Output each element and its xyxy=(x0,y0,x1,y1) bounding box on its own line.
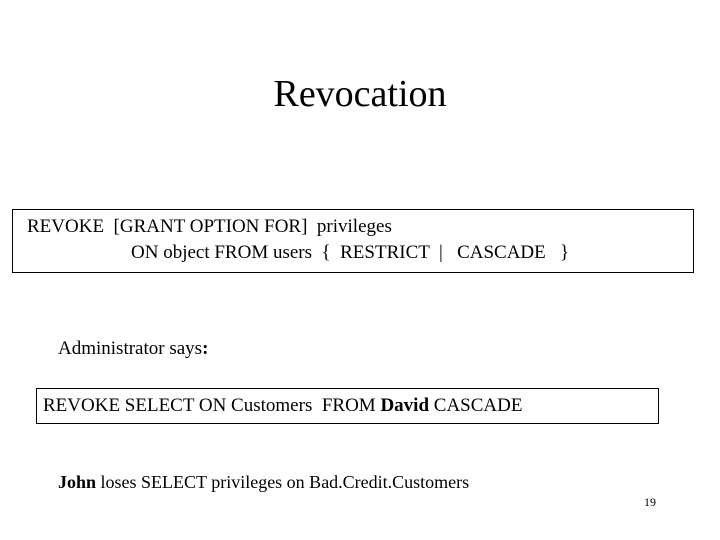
page-number: 19 xyxy=(644,495,656,509)
administrator-says-text: Administrator says xyxy=(58,338,203,359)
administrator-says-colon: : xyxy=(202,338,209,359)
syntax-line-1: REVOKE [GRANT OPTION FOR] privileges xyxy=(27,216,392,237)
result-line: John loses SELECT privileges on Bad.Cred… xyxy=(58,470,469,494)
result-text: loses SELECT privileges on Bad.Credit.Cu… xyxy=(96,472,470,492)
example-statement-box: REVOKE SELECT ON Customers FROM David CA… xyxy=(36,388,659,424)
syntax-box: REVOKE [GRANT OPTION FOR] privileges ON … xyxy=(12,209,694,273)
example-part-2: CASCADE xyxy=(429,395,523,416)
page-title: Revocation xyxy=(273,73,447,115)
syntax-line-2: ON object FROM users { RESTRICT | CASCAD… xyxy=(131,242,570,263)
example-user-name: David xyxy=(380,395,430,416)
result-user-name: John xyxy=(58,472,97,492)
administrator-says-label: Administrator says: xyxy=(58,337,208,361)
example-part-1: REVOKE SELECT ON Customers FROM xyxy=(43,395,381,416)
